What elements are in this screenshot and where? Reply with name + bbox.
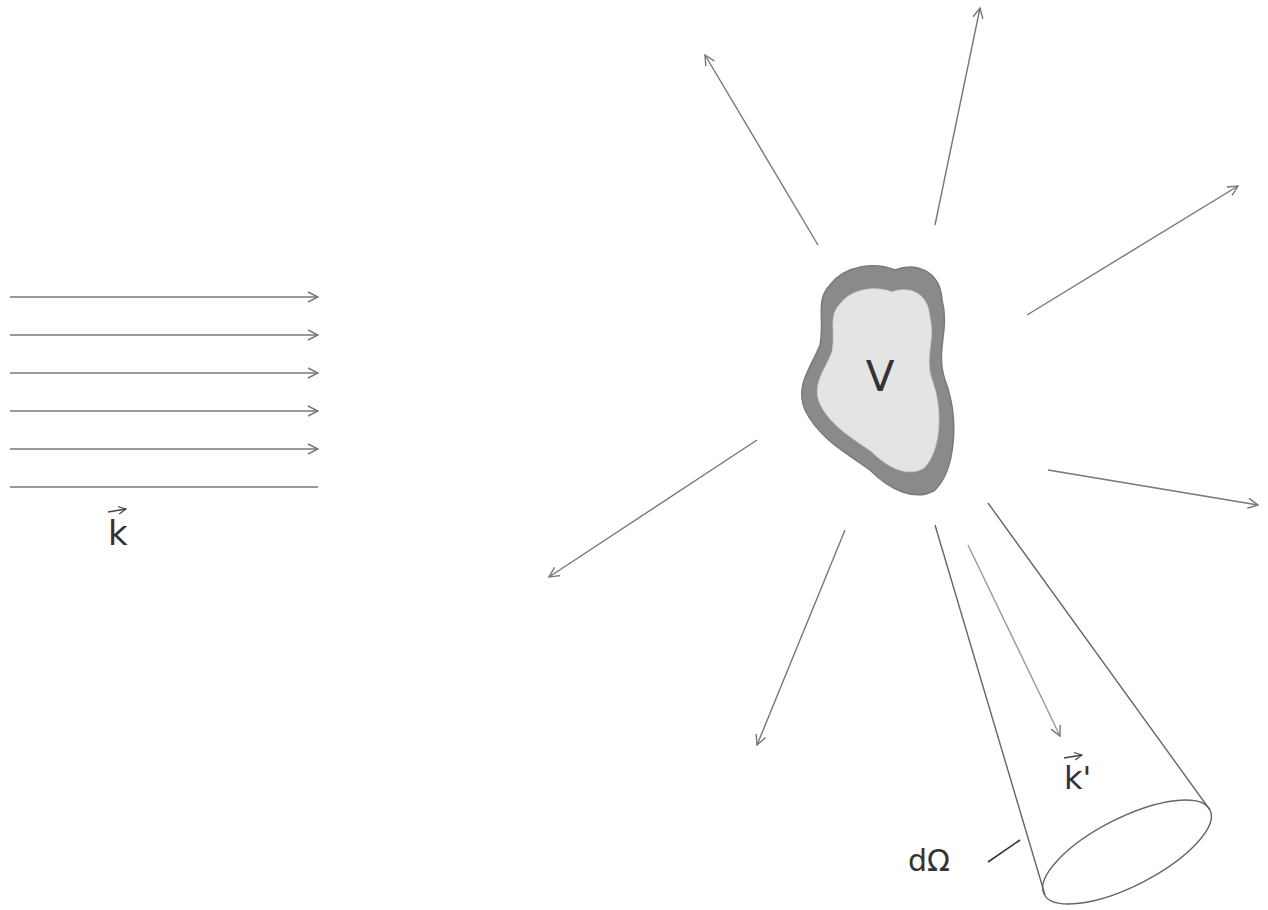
solid-angle-cone [935, 503, 1225, 910]
solid-angle-label: dΩ [908, 846, 950, 876]
wave-vector-label: k [108, 516, 128, 550]
vector-arrow [108, 509, 1082, 758]
scattered-arrows [549, 8, 1258, 745]
incident-wave [10, 297, 318, 487]
wave-vector-label: k' [1064, 762, 1091, 794]
potential-label: V [866, 356, 895, 398]
potential-blob: V [798, 258, 962, 502]
